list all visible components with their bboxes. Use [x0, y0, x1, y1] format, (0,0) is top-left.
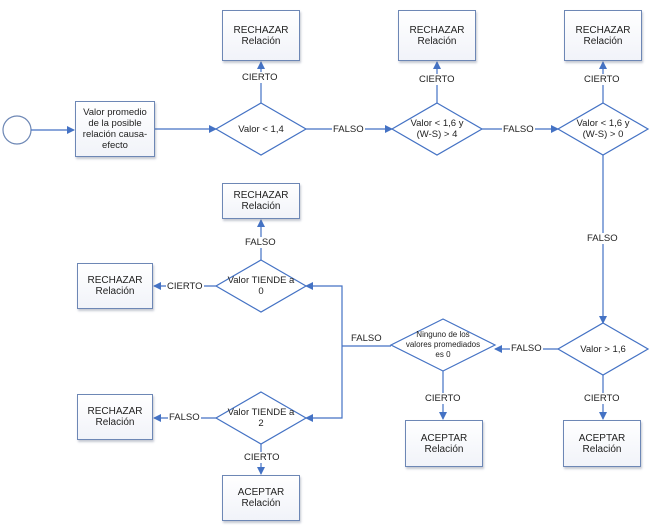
decision-text: (W-S) > 4 [416, 129, 458, 140]
edge-label-d5-false: FALSO [350, 333, 383, 344]
decision-text: Valor > 1,6 [580, 343, 626, 355]
outcome-subtitle: Relación [241, 201, 281, 212]
outcome-subtitle: Relación [424, 443, 464, 455]
edge-label-d5-true: CIERTO [424, 393, 462, 404]
outcome-title: RECHAZAR [87, 406, 143, 417]
decision-text: (W-S) > 0 [582, 129, 624, 140]
edge-label-d6-false: FALSO [244, 237, 277, 248]
edge-label-d2-true: CIERTO [418, 74, 456, 85]
decision-d1-label: Valor < 1,4 [221, 118, 301, 140]
decision-d1-shape [214, 102, 308, 156]
outcome-subtitle: Relación [417, 35, 457, 47]
decision-text: es 0 [435, 350, 451, 359]
outcome-title: RECHAZAR [409, 24, 465, 36]
decision-text: Valor TIENDE a [227, 275, 295, 286]
process-line: relación causa- [82, 129, 148, 140]
outcome-subtitle: Relación [583, 35, 623, 47]
outcome-subtitle: Relación [241, 498, 281, 509]
process-average-value: Valor promedio de la posible relación ca… [75, 101, 155, 157]
decision-text: Valor < 1,6 y [410, 118, 464, 129]
process-line: efecto [102, 140, 128, 151]
decision-text: Valor < 1,4 [238, 123, 284, 135]
decision-d2-label: Valor < 1,6 y(W-S) > 4 [397, 117, 477, 141]
start-node [2, 115, 32, 145]
edge-label-d7-true: CIERTO [243, 452, 281, 463]
outcome-title: ACEPTAR [420, 432, 468, 444]
outcome-subtitle: Relación [95, 286, 135, 297]
edge-label-d4-false: FALSO [510, 343, 543, 354]
decision-text: Valor < 1,6 y [576, 118, 630, 129]
outcome-title: RECHAZAR [575, 24, 631, 36]
edge-label-d4-true: CIERTO [583, 393, 621, 404]
outcome-title: RECHAZAR [233, 24, 289, 36]
outcome-subtitle: Relación [241, 35, 281, 47]
edge-d5-false-to-d6 [305, 282, 343, 346]
decision-d4-label: Valor > 1,6 [563, 338, 643, 360]
decision-d6-shape [214, 259, 308, 313]
edge-label-d6-true: CIERTO [166, 281, 204, 292]
edge-label-d2-false: FALSO [502, 124, 535, 135]
decision-text: Ninguno de los [416, 330, 470, 339]
edge-label-d7-false: FALSO [168, 412, 201, 423]
outcome-title: ACEPTAR [237, 487, 285, 498]
outcome-title: RECHAZAR [87, 275, 143, 286]
edge-label-d3-true: CIERTO [583, 74, 621, 85]
edge-label-d1-true: CIERTO [241, 72, 279, 83]
outcome-subtitle: Relación [95, 417, 135, 428]
outcome-title: ACEPTAR [578, 432, 626, 444]
edge-label-d3-false: FALSO [586, 233, 619, 244]
decision-d2-shape [390, 102, 484, 156]
process-line: de la posible [88, 118, 142, 129]
outcome-title: RECHAZAR [233, 190, 289, 201]
outcome-subtitle: Relación [582, 443, 622, 455]
process-line: Valor promedio [83, 107, 147, 118]
decision-text: valores promediados [405, 340, 481, 349]
edge-label-d1-false: FALSO [332, 124, 365, 135]
edge-d5-false-to-d7 [305, 346, 343, 422]
decision-text: 2 [258, 418, 264, 429]
decision-text: Valor TIENDE a [227, 407, 295, 418]
decision-d3-label: Valor < 1,6 y(W-S) > 0 [563, 117, 643, 141]
decision-text: 0 [258, 286, 264, 297]
